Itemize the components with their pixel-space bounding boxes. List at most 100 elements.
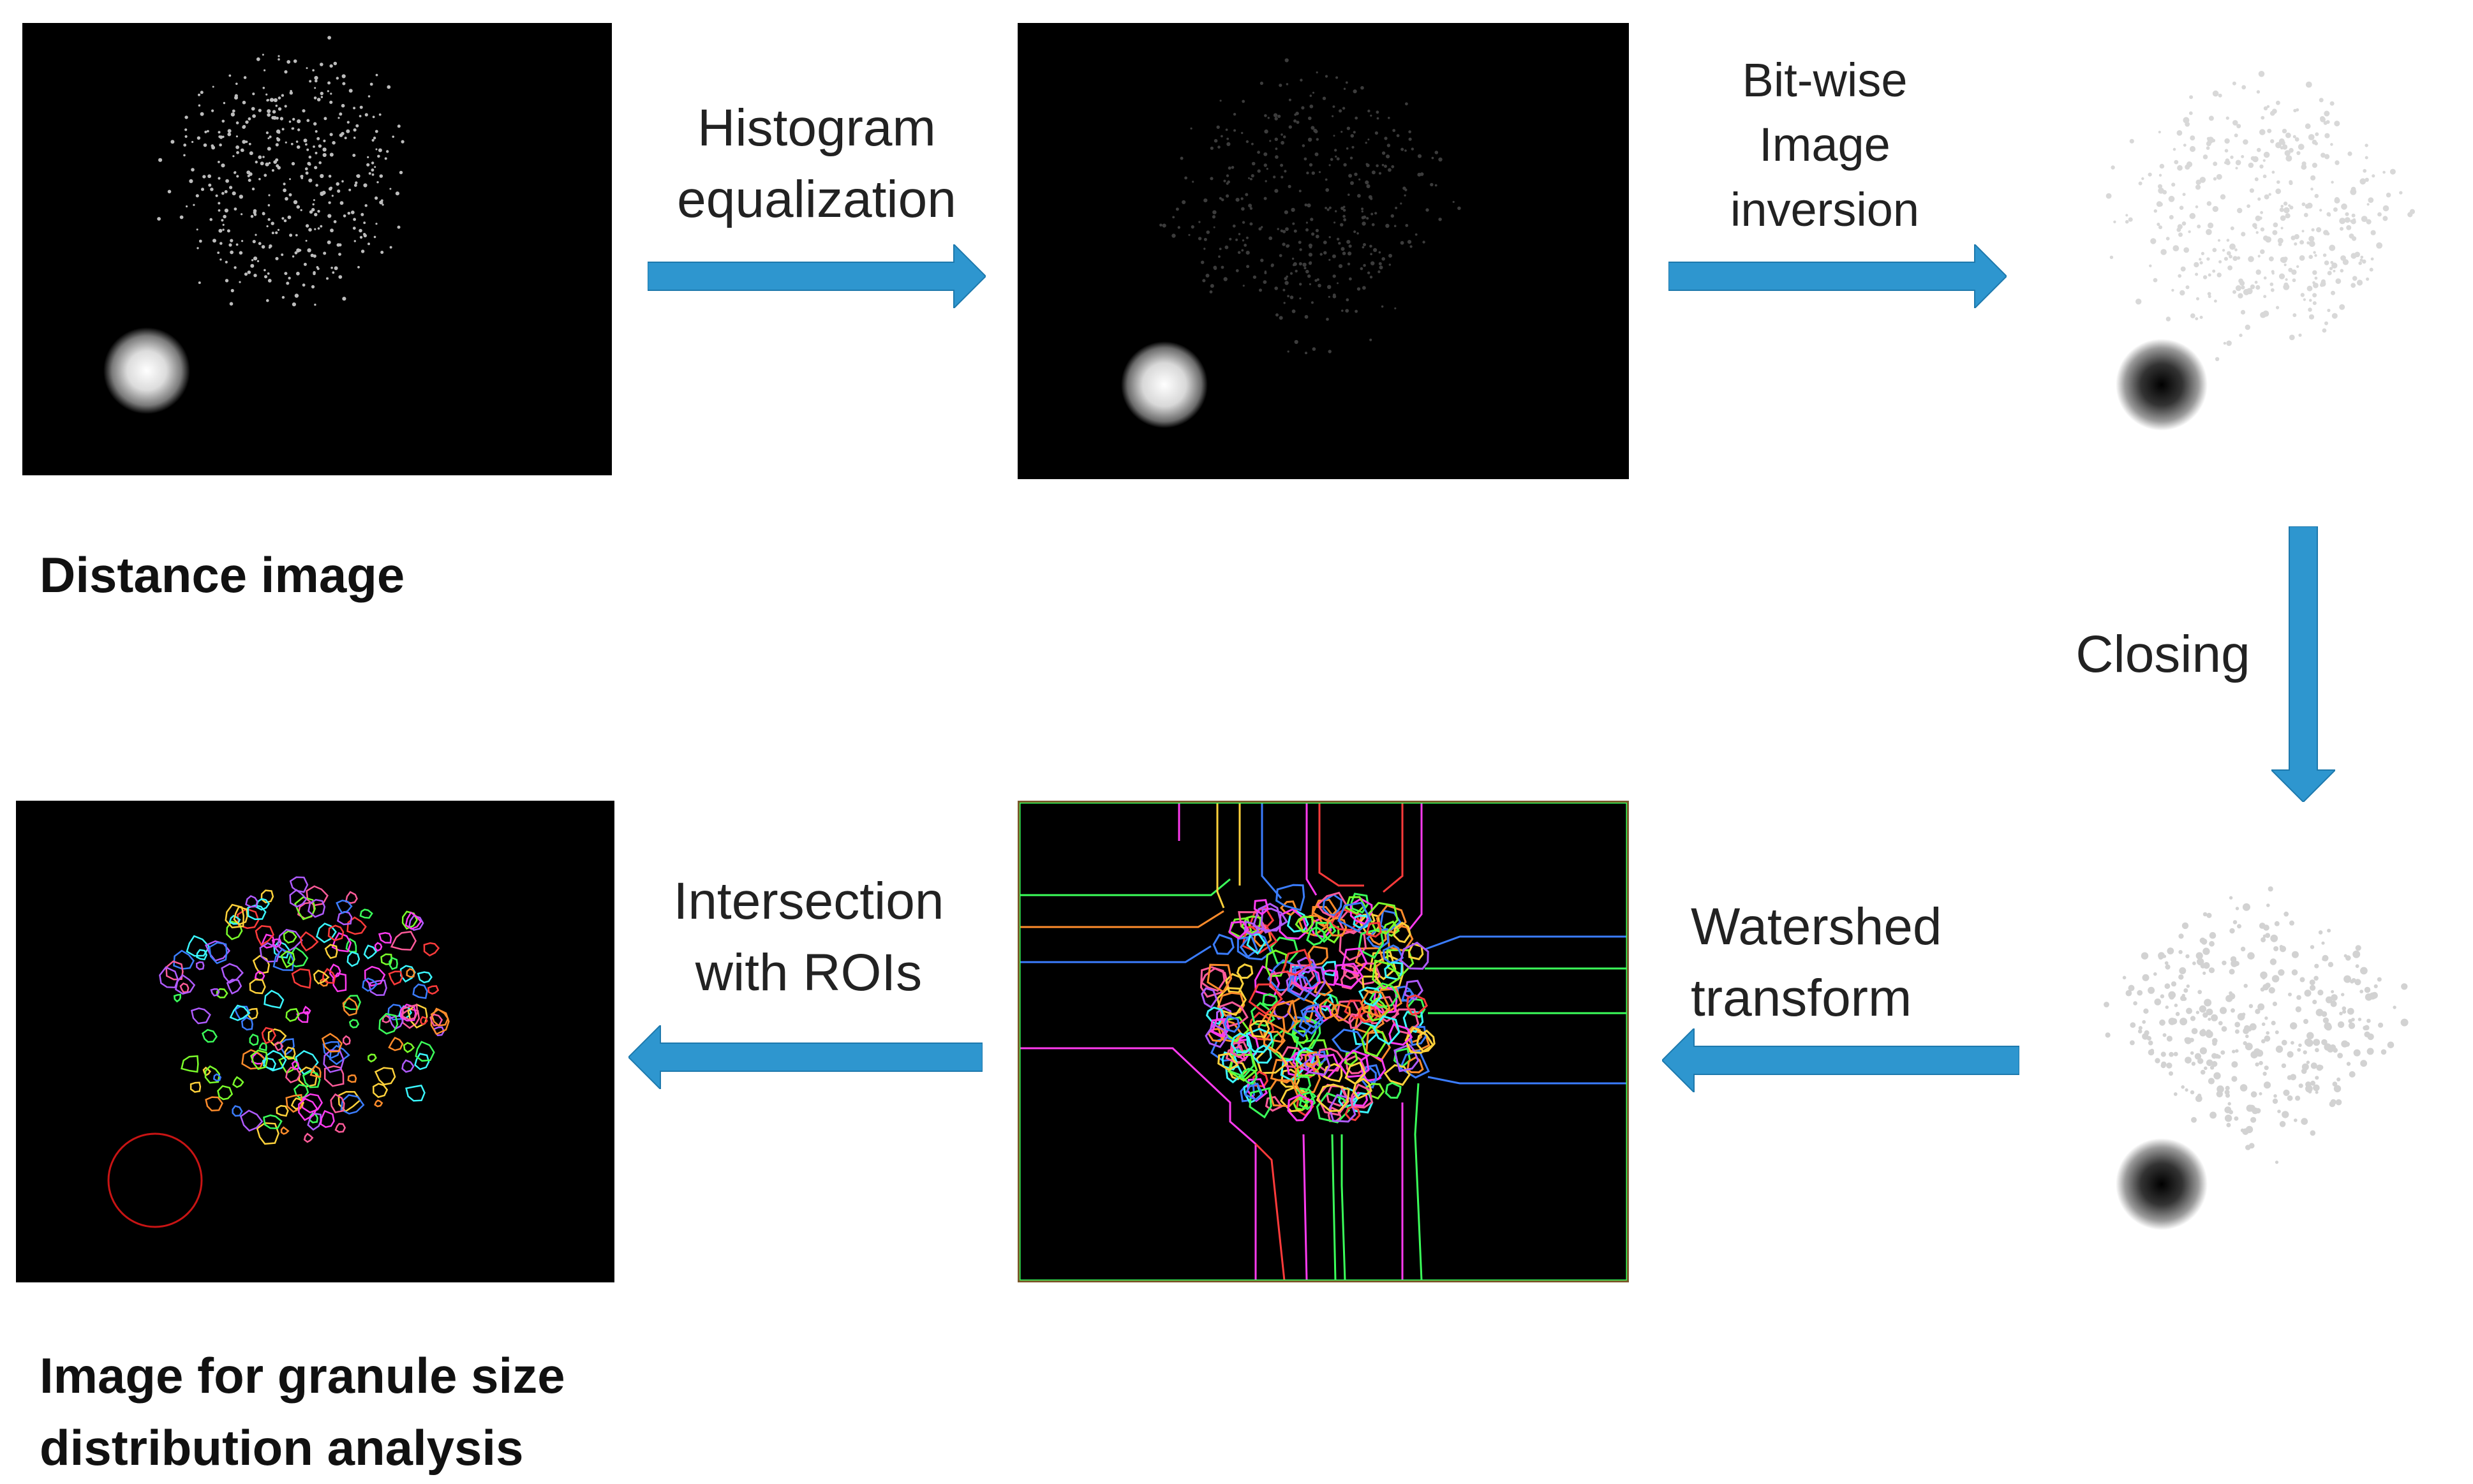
watershed-cell xyxy=(1245,1027,1274,1053)
speckle xyxy=(2313,251,2316,254)
speckle xyxy=(2191,1117,2197,1123)
speckle xyxy=(2254,177,2259,181)
speckle xyxy=(2204,998,2212,1007)
granule-outline xyxy=(239,1109,264,1132)
speckle xyxy=(1314,152,1319,156)
speckle xyxy=(1384,137,1388,140)
speckle xyxy=(2284,207,2290,214)
speckle xyxy=(2195,205,2199,209)
speckle xyxy=(1248,204,1252,208)
speckle xyxy=(2264,1065,2269,1071)
watershed-cell xyxy=(1314,1005,1333,1023)
speckle xyxy=(1212,210,1217,214)
speckle xyxy=(2180,266,2186,272)
speckle xyxy=(218,202,221,205)
speckle xyxy=(252,240,256,244)
speckle xyxy=(2331,262,2338,269)
speckle xyxy=(378,113,382,116)
speckle xyxy=(191,140,194,144)
speckle xyxy=(371,173,375,176)
speckle xyxy=(1314,279,1318,282)
speckle xyxy=(310,253,314,257)
speckle xyxy=(218,209,221,212)
speckle xyxy=(2317,990,2324,996)
speckle xyxy=(1279,84,1282,87)
speckle xyxy=(2178,933,2184,939)
speckle xyxy=(2263,1081,2271,1089)
watershed-cell xyxy=(1229,1041,1250,1058)
intersection-arrow xyxy=(628,1025,983,1089)
speckle xyxy=(2324,321,2328,325)
speckle xyxy=(2183,247,2190,253)
speckle xyxy=(1376,117,1379,120)
speckle xyxy=(2243,1041,2247,1046)
speckle xyxy=(311,285,315,289)
speckle xyxy=(2285,213,2291,219)
speckle xyxy=(1335,155,1337,158)
watershed-cell xyxy=(1200,967,1226,992)
speckle xyxy=(2259,1060,2263,1065)
speckle xyxy=(371,161,375,165)
speckle xyxy=(1191,225,1194,229)
speckle xyxy=(1340,247,1345,251)
speckle xyxy=(327,81,331,85)
speckle xyxy=(157,217,161,221)
speckle xyxy=(389,246,392,249)
speckle xyxy=(2260,311,2266,318)
speckle xyxy=(289,91,293,95)
speckle xyxy=(1338,264,1343,269)
speckle xyxy=(2333,1085,2342,1093)
granule-outline xyxy=(327,924,345,942)
speckle xyxy=(1224,245,1229,249)
granule-outline xyxy=(159,966,179,988)
speckle xyxy=(278,107,282,111)
speckle xyxy=(1274,117,1278,121)
speckle xyxy=(2324,260,2329,265)
speckle xyxy=(329,64,333,68)
speckle xyxy=(2290,1074,2297,1081)
speckle xyxy=(253,256,258,261)
granule-outline xyxy=(258,1042,267,1051)
speckle xyxy=(1263,152,1268,156)
watershed-cell xyxy=(1383,944,1404,964)
speckle xyxy=(1353,230,1356,234)
speckle xyxy=(372,115,375,119)
speckle xyxy=(2314,276,2318,280)
watershed-boundary xyxy=(1318,803,1364,887)
speckle xyxy=(1310,218,1314,221)
speckle xyxy=(232,191,236,196)
speckle xyxy=(2366,277,2370,281)
speckle xyxy=(2260,249,2265,255)
speckle xyxy=(2160,249,2167,255)
granule-outline xyxy=(420,1016,428,1026)
watershed-cell xyxy=(1286,971,1307,997)
speckle xyxy=(1184,176,1187,180)
speckle xyxy=(356,174,359,178)
speckle xyxy=(373,137,376,140)
speckle xyxy=(353,128,357,132)
speckle xyxy=(2335,278,2342,285)
speckle xyxy=(276,164,279,168)
granule-outline xyxy=(291,1060,300,1071)
speckle xyxy=(2382,216,2388,221)
speckle xyxy=(375,148,378,151)
granule-outline xyxy=(340,1094,365,1115)
speckle xyxy=(200,112,204,116)
speckle xyxy=(2284,282,2289,287)
speckle xyxy=(333,61,338,66)
speckle xyxy=(1309,94,1312,97)
speckle xyxy=(2167,947,2174,954)
speckle xyxy=(2252,156,2259,163)
speckle xyxy=(2291,951,2299,958)
speckle xyxy=(2200,1069,2206,1075)
speckle xyxy=(1318,171,1321,174)
speckle xyxy=(288,120,292,123)
speckle xyxy=(1340,131,1343,133)
speckle xyxy=(1279,254,1282,257)
granule-outline xyxy=(338,1091,362,1113)
speckle xyxy=(1291,207,1295,212)
speckle xyxy=(326,277,329,280)
speckle xyxy=(2303,1050,2307,1055)
speckle xyxy=(2122,976,2127,980)
speckle xyxy=(2230,226,2234,230)
